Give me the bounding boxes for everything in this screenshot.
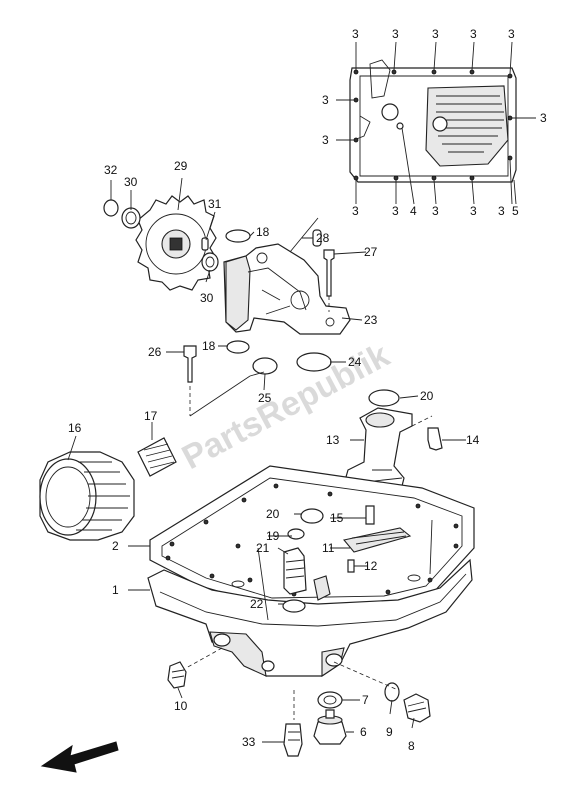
callout-6: 6: [360, 725, 367, 739]
callout-4: 4: [410, 204, 417, 218]
callout-32: 32: [104, 163, 118, 177]
callout-5: 5: [512, 204, 519, 218]
callout-18: 18: [202, 339, 216, 353]
oil-strainer: [343, 389, 443, 501]
callout-3: 3: [432, 27, 439, 41]
callout-26: 26: [148, 345, 162, 359]
callout-1: 1: [112, 583, 119, 597]
callout-7: 7: [362, 693, 369, 707]
callout-20: 20: [266, 507, 280, 521]
callout-33: 33: [242, 735, 256, 749]
callout-22: 22: [250, 597, 264, 611]
relief-valve: [282, 508, 331, 613]
callout-10: 10: [174, 699, 188, 713]
front-direction-arrow-icon: [40, 741, 119, 773]
callout-3: 3: [432, 204, 439, 218]
callout-3: 3: [322, 133, 329, 147]
oil-sump-plate: [336, 41, 536, 205]
oil-filter-nipple: [137, 437, 177, 477]
callout-3: 3: [470, 204, 477, 218]
callout-3: 3: [508, 27, 515, 41]
callout-24: 24: [348, 355, 362, 369]
callout-3: 3: [352, 27, 359, 41]
callout-27: 27: [364, 245, 378, 259]
callout-21: 21: [256, 541, 270, 555]
oil-pan: [147, 465, 475, 678]
callout-18: 18: [256, 225, 270, 239]
callout-8: 8: [408, 739, 415, 753]
callout-15: 15: [330, 511, 344, 525]
callout-17: 17: [144, 409, 158, 423]
callout-3: 3: [392, 204, 399, 218]
callout-12: 12: [364, 559, 378, 573]
callout-25: 25: [258, 391, 272, 405]
leader-lines: [67, 177, 466, 743]
oil-filter: [39, 451, 135, 541]
callout-14: 14: [466, 433, 480, 447]
callout-9: 9: [386, 725, 393, 739]
callout-28: 28: [316, 231, 330, 245]
callout-13: 13: [326, 433, 340, 447]
callout-16: 16: [68, 421, 82, 435]
watermark: PartsRepublik: [176, 336, 396, 477]
callout-11: 11: [322, 541, 335, 555]
callout-3: 3: [322, 93, 329, 107]
callout-19: 19: [266, 529, 280, 543]
callout-20: 20: [420, 389, 434, 403]
callout-3: 3: [498, 204, 505, 218]
callout-3: 3: [392, 27, 399, 41]
oil-pump-assembly: [103, 195, 351, 417]
callout-30: 30: [200, 291, 214, 305]
callout-2: 2: [112, 539, 119, 553]
callout-30: 30: [124, 175, 138, 189]
callout-23: 23: [364, 313, 378, 327]
callout-3: 3: [352, 204, 359, 218]
strainer-screen: [342, 505, 412, 573]
callout-31: 31: [208, 197, 222, 211]
drain-plugs: [167, 647, 431, 757]
callout-3: 3: [540, 111, 547, 125]
callout-29: 29: [174, 159, 188, 173]
callout-labels: 3 3 3 3 3 3 3 3 3 4 3 3 3 3 5 32 30 29 3…: [68, 27, 547, 753]
callout-3: 3: [470, 27, 477, 41]
